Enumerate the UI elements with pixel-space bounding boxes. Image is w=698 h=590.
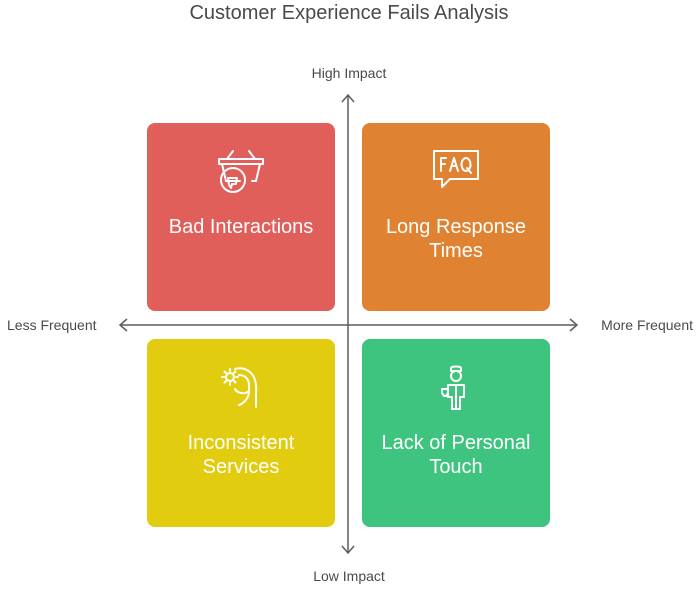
quadrant-lack-of-personal-touch: Lack of Personal Touch [362, 339, 550, 527]
quadrant-long-response-times: Long Response Times [362, 123, 550, 311]
quadrant-label: Bad Interactions [168, 216, 314, 238]
axis-label-bottom: Low Impact [313, 568, 385, 584]
axis-label-top: High Impact [311, 65, 387, 81]
faq-bubble-icon [433, 150, 479, 188]
left-arrow-icon [118, 318, 128, 332]
service-person-icon [441, 365, 465, 410]
quadrant-label: Lack of Personal Touch [381, 432, 531, 478]
basket-thumbs-down-icon [218, 150, 264, 193]
hand-gear-icon [221, 367, 258, 408]
up-arrow-icon [341, 93, 355, 103]
axis-label-right: More Frequent [601, 317, 693, 333]
quadrant-bad-interactions: Bad Interactions [147, 123, 335, 311]
diagram-title: Customer Experience Fails Analysis [189, 2, 509, 24]
down-arrow-icon [341, 545, 355, 555]
quadrant-label: Inconsistent Services [187, 432, 295, 478]
quadrant-label: Long Response Times [385, 216, 527, 262]
axis-label-left: Less Frequent [7, 317, 97, 333]
right-arrow-icon [569, 318, 579, 332]
quadrant-inconsistent-services: Inconsistent Services [147, 339, 335, 527]
